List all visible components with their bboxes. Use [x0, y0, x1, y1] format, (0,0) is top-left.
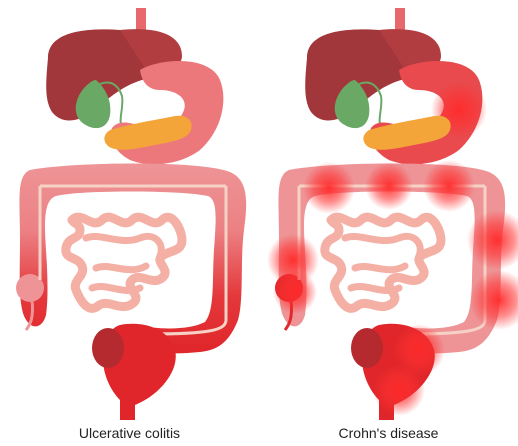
- caption-crohns-disease: Crohn's disease: [259, 425, 518, 441]
- caption-ulcerative-colitis: Ulcerative colitis: [0, 425, 259, 441]
- crohns-disease-illustration: [259, 0, 518, 446]
- small-intestine: [66, 217, 182, 308]
- rectum: [92, 324, 176, 420]
- small-intestine: [325, 217, 441, 308]
- ulcerative-colitis-illustration: [0, 0, 259, 446]
